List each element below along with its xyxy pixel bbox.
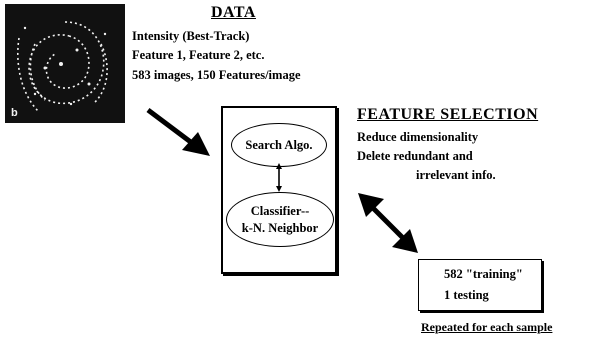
feature-selection-line-1: Reduce dimensionality [357,130,479,144]
process-traintest-double-arrow [358,193,418,253]
data-heading: DATA [211,4,256,21]
feature-selection-line-3: irrelevant info. [416,168,496,182]
classifier-node: Classifier-- k-N. Neighbor [226,192,334,247]
train-test-box [418,259,542,311]
data-line-3: 583 images, 150 Features/image [132,68,301,82]
repeat-note: Repeated for each sample [421,320,553,334]
classifier-label-line-1: Classifier-- [250,203,310,218]
search-classifier-link [276,163,282,192]
satellite-image: b [5,4,125,123]
feature-selection-line-2: Delete redundant and [357,149,473,163]
data-line-1: Intensity (Best-Track) [132,29,250,43]
testing-count-label: 1 testing [444,288,489,302]
image-corner-label: b [11,107,18,119]
data-to-process-arrow [146,108,210,156]
process-box: Search Algo. Classifier-- k-N. Neighbor [221,106,337,274]
training-count-label: 582 "training" [444,267,523,281]
search-algorithm-label: Search Algo. [245,137,313,152]
feature-selection-heading: FEATURE SELECTION [357,106,539,123]
classifier-label-line-2: k-N. Neighbor [241,220,319,235]
data-line-2: Feature 1, Feature 2, etc. [132,48,265,62]
